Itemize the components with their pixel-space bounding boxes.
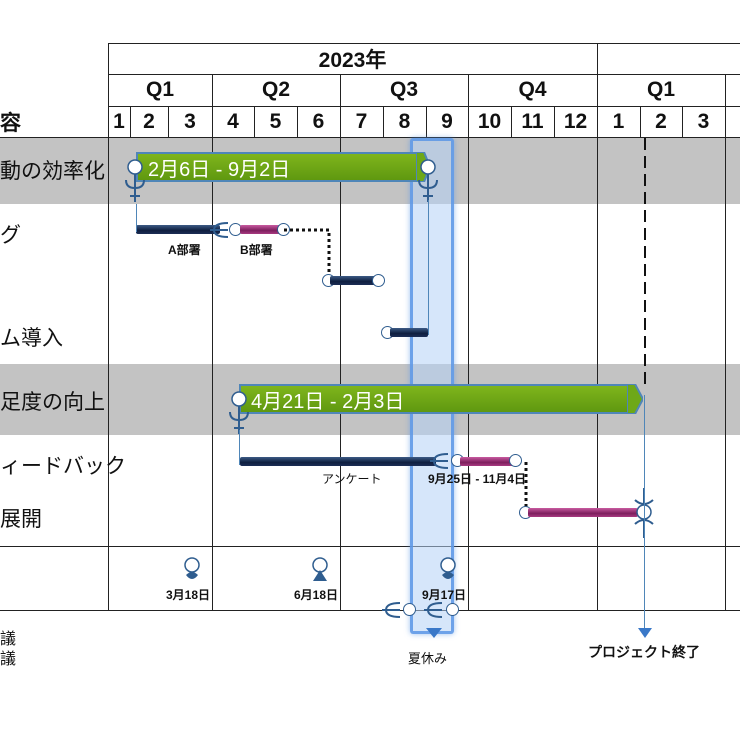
quarter-header: Q4 <box>518 78 547 101</box>
connector-line <box>136 204 137 232</box>
grid-line <box>682 106 683 137</box>
group2-summary-bar[interactable]: 4月21日 - 2月3日 <box>239 384 635 414</box>
anchor-icon[interactable] <box>122 158 148 204</box>
grid-line <box>383 106 384 137</box>
task-bar-a[interactable] <box>136 225 220 234</box>
task-bar-e[interactable] <box>528 508 638 517</box>
content-column-header: 容 <box>0 111 21 135</box>
project-end-label: プロジェクト終了 <box>588 644 700 660</box>
bar-handle[interactable] <box>403 603 416 616</box>
task-label-d: ィードバック <box>0 455 126 478</box>
link-arrow-icon[interactable] <box>380 599 404 621</box>
grid-line <box>108 43 109 610</box>
summer-vacation-label: 夏休み <box>408 651 448 666</box>
grid-line <box>130 106 131 137</box>
task-label-a: グ <box>0 224 21 247</box>
date-range-label: 9月25日 - 11月4日 <box>428 472 527 486</box>
task-label-e: 展開 <box>0 508 42 531</box>
grid-line <box>254 106 255 137</box>
summer-marker-icon <box>426 628 442 638</box>
grid-line <box>468 74 469 610</box>
milestone-marker-icon[interactable] <box>439 557 457 585</box>
month-header: 8 <box>398 109 411 133</box>
summary-arrow-icon <box>627 384 643 414</box>
month-header: 2 <box>655 109 667 133</box>
task-label-group2: 足度の向上 <box>0 391 105 414</box>
grid-line <box>108 106 740 107</box>
grid-line <box>0 610 740 611</box>
month-header: 2 <box>143 109 155 133</box>
task-bar-b[interactable] <box>240 225 284 234</box>
year-header: 2023年 <box>318 48 387 72</box>
grid-line <box>0 546 740 547</box>
connector-line <box>428 200 429 335</box>
project-end-marker-icon[interactable] <box>637 624 653 640</box>
footer-label-2: 議 <box>0 651 17 668</box>
group1-summary-bar[interactable]: 2月6日 - 9月2日 <box>136 152 424 182</box>
anchor-icon[interactable] <box>415 158 441 204</box>
quarter-header: Q3 <box>389 78 418 101</box>
bar-handle[interactable] <box>372 274 385 287</box>
task-label-group1: 動の効率化 <box>0 160 105 183</box>
month-header: 7 <box>355 109 368 133</box>
bar-handle[interactable] <box>446 603 459 616</box>
milestone-label: 6月18日 <box>294 588 339 602</box>
connector-line <box>644 395 645 630</box>
connector-line <box>239 430 240 465</box>
grid-line <box>640 106 641 137</box>
grid-line <box>212 74 213 610</box>
milestone-label: 3月18日 <box>166 588 211 602</box>
link-arrow-icon[interactable] <box>208 219 232 241</box>
dependency-connector <box>524 462 528 508</box>
grid-line <box>554 106 555 137</box>
quarter-header: Q1 <box>646 78 675 101</box>
task-bar-b2[interactable] <box>330 276 380 285</box>
bar-handle[interactable] <box>509 454 522 467</box>
grid-line <box>0 137 740 138</box>
month-header: 3 <box>697 109 710 133</box>
month-header: 6 <box>312 109 325 133</box>
link-arrow-icon[interactable] <box>422 599 446 621</box>
bar-handle[interactable] <box>277 223 290 236</box>
grid-line <box>297 106 298 137</box>
task-bar-c[interactable] <box>390 328 428 337</box>
milestone-marker-icon[interactable] <box>311 557 329 585</box>
milestone-marker-icon[interactable] <box>183 557 201 585</box>
survey-label: アンケート <box>322 472 382 486</box>
link-arrow-icon[interactable] <box>428 450 452 472</box>
month-header: 3 <box>184 109 196 133</box>
task-bar-d2[interactable] <box>460 457 516 466</box>
grid-line <box>340 74 341 610</box>
dept-b-label: B部署 <box>240 243 273 257</box>
anchor-icon[interactable] <box>226 390 252 436</box>
grid-line <box>725 74 726 610</box>
grid-line <box>108 74 740 75</box>
month-header: 1 <box>113 109 125 133</box>
month-header: 1 <box>612 109 625 133</box>
grid-line <box>108 43 740 44</box>
month-header: 9 <box>441 109 453 133</box>
month-header: 12 <box>563 109 588 133</box>
month-header: 4 <box>227 109 239 133</box>
footer-label-1: 議 <box>0 631 17 648</box>
grid-line <box>597 43 598 610</box>
dept-a-label: A部署 <box>168 243 201 257</box>
milestone-label: 9月17日 <box>422 588 467 602</box>
grid-line <box>426 106 427 137</box>
grid-line <box>511 106 512 137</box>
task-label-c: ム導入 <box>0 327 63 350</box>
project-end-line <box>644 138 646 388</box>
quarter-header: Q2 <box>261 78 290 101</box>
month-header: 10 <box>477 109 502 133</box>
quarter-header: Q1 <box>145 78 174 101</box>
grid-line <box>168 106 169 137</box>
month-header: 11 <box>521 109 544 133</box>
dependency-connector <box>284 228 331 278</box>
month-header: 5 <box>269 109 282 133</box>
task-bar-d[interactable] <box>240 457 436 466</box>
